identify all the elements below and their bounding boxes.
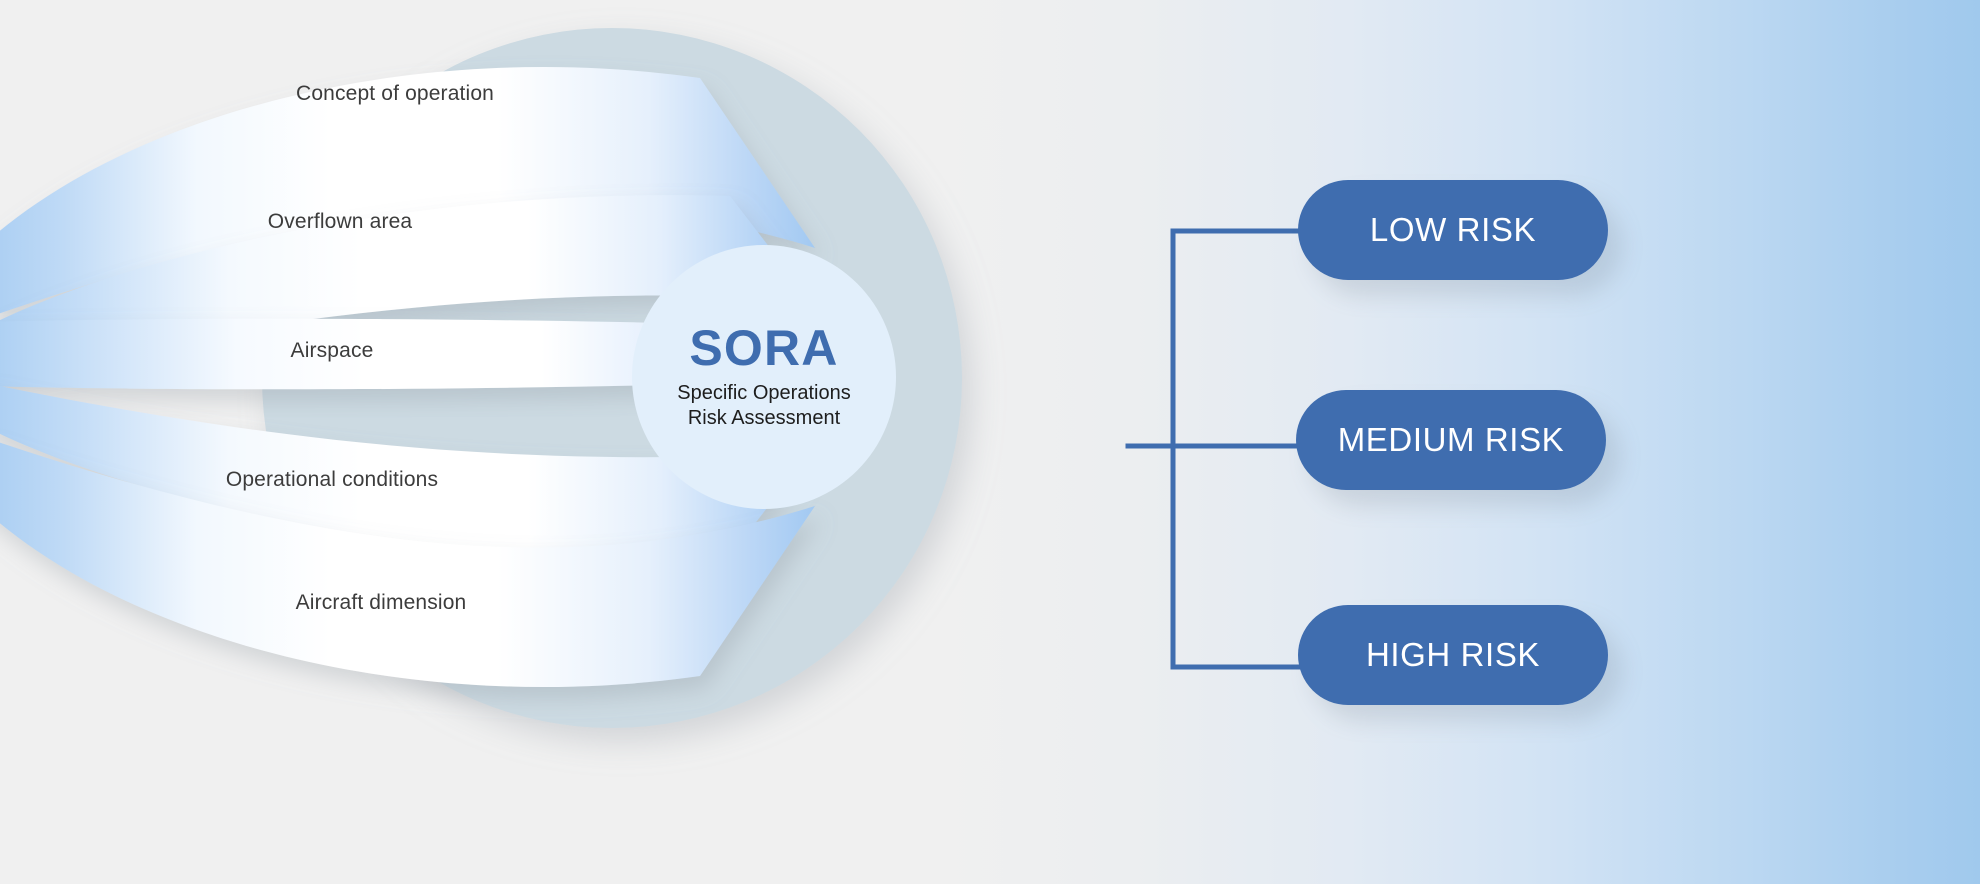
- ribbon-aircraft-dimension: [0, 442, 815, 687]
- ribbon-group: [0, 67, 815, 687]
- hub-subtitle-line-1: Specific Operations: [677, 382, 851, 405]
- input-label-operational-conditions: Operational conditions: [225, 468, 439, 491]
- hub-circle: SORA Specific Operations Risk Assessment: [632, 245, 896, 509]
- connector-lines: [1125, 228, 1303, 670]
- input-label-overflown-area: Overflown area: [267, 210, 413, 233]
- risk-button-medium[interactable]: MEDIUM RISK: [1296, 390, 1606, 490]
- input-label-concept-of-operation: Concept of operation: [296, 82, 494, 105]
- input-label-airspace: Airspace: [290, 339, 374, 362]
- hub-subtitle-line-2: Risk Assessment: [687, 407, 841, 429]
- hub-subtitle: Specific Operations Risk Assessment: [677, 381, 850, 431]
- risk-button-high[interactable]: HIGH RISK: [1298, 605, 1608, 705]
- risk-button-low[interactable]: LOW RISK: [1298, 180, 1608, 280]
- ribbon-operational-conditions: [0, 386, 810, 558]
- input-label-aircraft-dimension: Aircraft dimension: [295, 591, 467, 614]
- ribbon-airspace: [0, 318, 782, 390]
- hub-title: SORA: [689, 320, 839, 377]
